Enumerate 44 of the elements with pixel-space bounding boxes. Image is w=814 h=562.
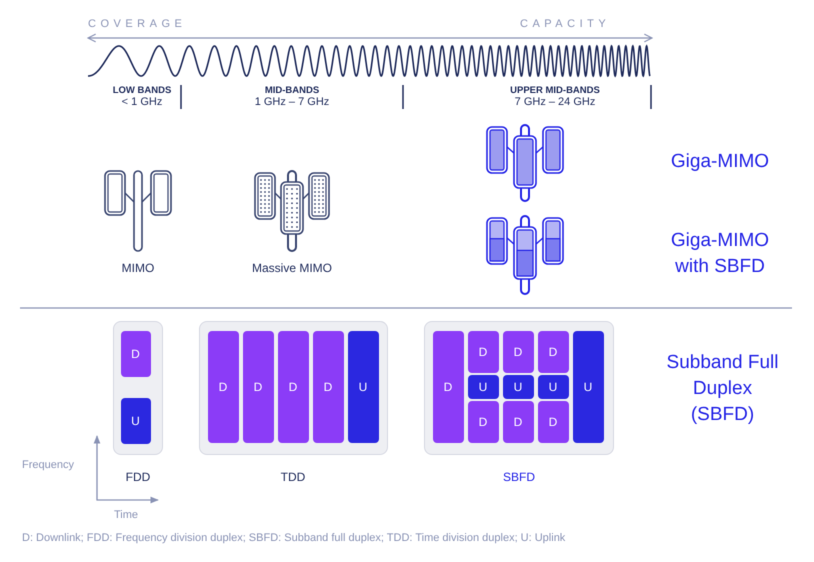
slot-block: D [432,330,464,442]
coverage-label: COVERAGE [88,18,186,30]
node-label: TDD [280,469,306,486]
antenna-drawing [486,124,564,202]
slot-block: D [538,400,568,442]
frame-panel [424,321,614,455]
slot-block: D [208,330,238,442]
slot-block: U [572,330,604,442]
slot-block: D [468,330,498,372]
frame-panel [199,321,388,455]
node-label: Massive MIMO [252,260,332,277]
slot-block: D [312,330,344,442]
slot-block: D [120,330,150,376]
slot-block: U [538,374,568,398]
slot-block: D [278,330,308,442]
slot-block: D [468,400,498,442]
frequency-range: 7 GHz – 24 GHz [514,96,596,108]
slot-block: D [538,330,568,372]
slot-block: D [502,330,534,372]
axis-label: Time [114,509,138,521]
footnote: D: Downlink; FDD: Frequency division duplex; SBFD: Subband full duplex; TDD: Time division duplex; U: Uplink [22,532,566,544]
axis-label: Frequency [22,459,74,471]
slot-block: U [120,398,150,444]
slot-block: U [468,374,498,398]
band-name: LOW BANDS [112,85,172,96]
frame-panel [113,321,163,455]
band-name: UPPER MID-BANDS [509,85,601,96]
capacity-label: CAPACITY [520,18,610,30]
antenna-drawing [254,170,330,252]
slot-block: U [502,374,534,398]
node-label: FDD [124,469,152,486]
row-title: Giga-MIMO [670,150,770,174]
node-label: MIMO [120,260,156,277]
slot-block: U [348,330,378,442]
antenna-drawing [104,170,172,252]
antenna-drawing [486,215,564,295]
frequency-range: < 1 GHz [120,96,164,108]
row-title: Giga-MIMO with SBFD [670,229,770,279]
slot-block: D [242,330,274,442]
section-title: Subband Full Duplex (SBFD) [666,351,780,427]
slot-block: D [502,400,534,442]
node-label: SBFD [502,469,536,486]
frequency-range: 1 GHz – 7 GHz [254,96,330,108]
band-name: MID-BANDS [264,85,320,96]
